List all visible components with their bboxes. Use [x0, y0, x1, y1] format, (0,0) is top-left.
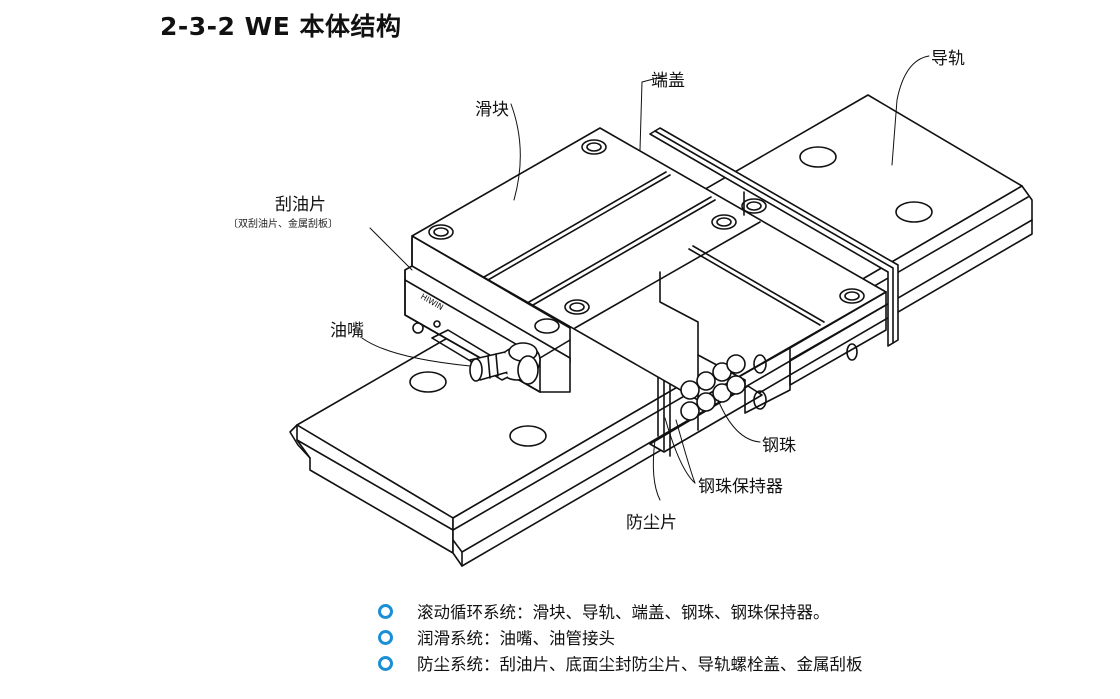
label-rail: 导轨	[931, 49, 965, 69]
block-tap-hole	[581, 139, 607, 155]
bullet-ring-icon	[378, 629, 393, 645]
label-steel-ball: 钢珠	[762, 436, 796, 456]
steel-balls	[680, 354, 746, 421]
rail-bolt-hole	[799, 146, 837, 168]
block-tap-hole	[711, 214, 737, 230]
label-slider-block: 滑块	[475, 100, 509, 120]
label-grease-nipple: 油嘴	[330, 321, 364, 341]
system-list: 滚动循环系统：滑块、导轨、端盖、钢珠、钢珠保持器。 润滑系统：油嘴、油管接头 防…	[378, 598, 863, 676]
rail-bolt-hole	[409, 371, 447, 393]
label-end-cap: 端盖	[651, 71, 685, 91]
list-item: 防尘系统：刮油片、底面尘封防尘片、导轨螺栓盖、金属刮板	[378, 650, 863, 676]
rail-bolt-hole	[509, 425, 547, 447]
label-bottom-seal: 防尘片	[626, 513, 677, 533]
list-item: 滚动循环系统：滑块、导轨、端盖、钢珠、钢珠保持器。	[378, 598, 863, 624]
list-item-text: 滚动循环系统：滑块、导轨、端盖、钢珠、钢珠保持器。	[417, 603, 830, 622]
rail-bolt-hole	[895, 201, 933, 223]
bullet-ring-icon	[378, 655, 393, 671]
linear-guide-drawing: HIWIN	[289, 55, 1033, 567]
block-tap-hole	[428, 224, 454, 240]
label-ball-retainer: 钢珠保持器	[698, 477, 783, 497]
list-item-text: 润滑系统：油嘴、油管接头	[417, 629, 615, 648]
label-end-seal: 刮油片	[275, 195, 326, 215]
grease-nipple	[469, 342, 541, 385]
leader-lines	[361, 55, 930, 501]
label-end-seal-note: 〔双刮油片、金属刮板〕	[228, 219, 338, 230]
list-item-text: 防尘系统：刮油片、底面尘封防尘片、导轨螺栓盖、金属刮板	[417, 655, 863, 674]
bullet-ring-icon	[378, 603, 393, 619]
block-tap-hole	[839, 288, 865, 304]
section-title: 2-3-2 WE 本体结构	[160, 12, 402, 41]
list-item: 润滑系统：油嘴、油管接头	[378, 624, 863, 650]
block-tap-hole	[564, 299, 590, 315]
slider-block	[411, 127, 887, 431]
end-cap	[649, 127, 899, 347]
